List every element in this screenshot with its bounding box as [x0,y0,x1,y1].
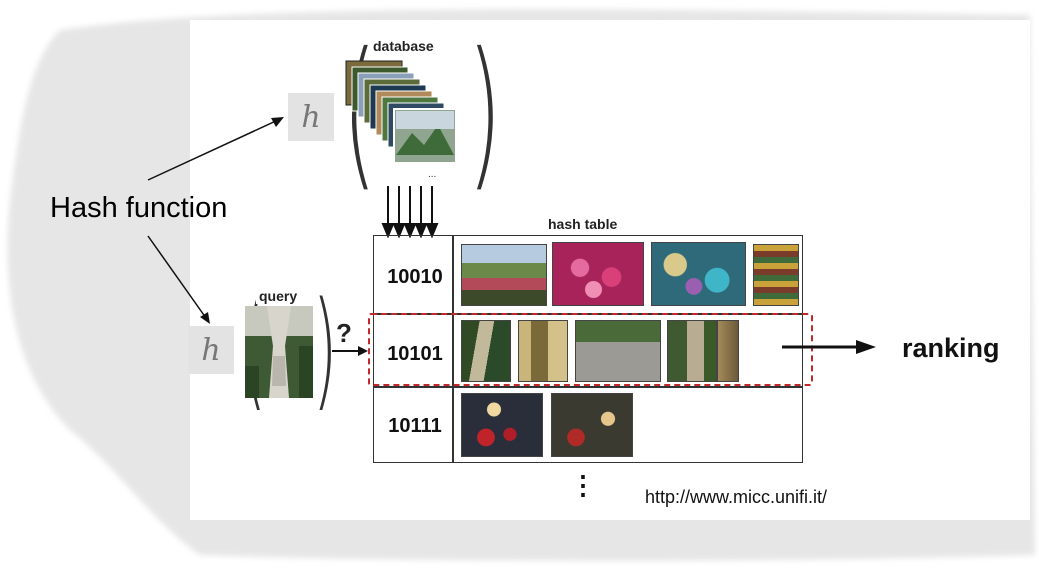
hash-symbol-top: h [301,99,321,135]
query-right-paren: ) [312,275,338,424]
ranking-arrow [782,340,876,354]
hash-table-label: hash table [548,216,618,232]
hash-table: 10010 10101 10111 [373,235,803,463]
bucket-1-image-3 [651,242,746,306]
hash-box-query: h [188,326,234,374]
bucket-2-image-4 [667,320,717,382]
table-column-divider [452,236,454,462]
database-stack-frames [345,60,457,164]
bucket-1-image-4 [753,244,799,306]
more-rows-ellipsis: ⋮ [570,470,596,500]
ranking-label: ranking [902,333,1000,363]
query-label: query [256,288,301,304]
database-image-stack: ... [345,60,457,180]
bucket-2-image-1 [461,320,511,382]
bucket-3-image-1 [461,393,543,457]
bucket-1-image-2 [552,242,644,306]
hash-box-top: h [288,93,334,141]
query-to-table-arrow [332,346,368,356]
bucket-2-image-3 [575,320,661,382]
database-label: database [370,38,437,54]
bucket-2-image-5 [717,320,739,382]
stack-dots: ... [428,169,436,180]
hash-symbol-query: h [201,332,221,368]
bucket-2-image-2 [518,320,568,382]
bucket-1-image-1 [461,244,547,306]
hash-code-2: 10101 [387,343,443,365]
database-right-paren: ) [467,19,502,207]
table-row-divider-2 [374,386,802,388]
hash-code-1: 10010 [387,266,443,288]
matched-bucket-highlight [368,313,813,386]
hash-function-label: Hash function [50,192,228,224]
source-url: http://www.micc.unifi.it/ [645,487,828,507]
question-mark: ? [336,318,352,348]
query-image [245,306,313,398]
bucket-3-image-2 [551,393,633,457]
hash-code-3: 10111 [388,415,442,437]
database-to-table-arrows [381,186,439,238]
